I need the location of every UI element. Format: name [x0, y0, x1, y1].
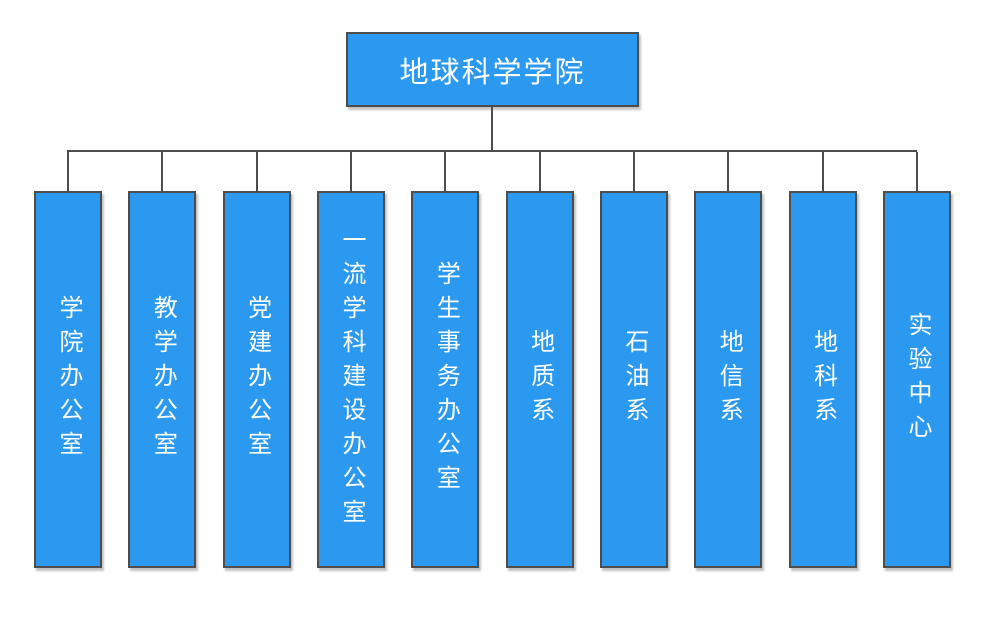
org-node-child: 地质系: [505, 152, 574, 568]
org-node-child: 地信系: [694, 152, 763, 568]
org-node-child: 石油系: [599, 152, 668, 568]
connector-root-vertical: [491, 107, 493, 151]
org-node-label: 地信系: [715, 328, 743, 431]
connector-horizontal-bus: [67, 150, 917, 152]
org-node-child: 学院办公室: [34, 152, 102, 568]
org-node-label: 地科系: [809, 328, 837, 431]
org-node-child: 学生事务办公室: [411, 152, 480, 568]
org-node-child: 教学办公室: [128, 152, 197, 568]
org-node-child: 一流学科建设办公室: [316, 152, 385, 568]
org-node-label: 党建办公室: [243, 294, 271, 465]
org-node-child: 实验中心: [882, 152, 951, 568]
org-node-label: 学生事务办公室: [432, 260, 460, 499]
org-node-child: 地科系: [788, 152, 857, 568]
org-node-label: 学院办公室: [55, 294, 82, 465]
org-node-label: 实验中心: [903, 311, 931, 448]
org-children-row: 学院办公室 教学办公室 党建办公室 一流学科建设办公室 学生事务办公室 地质系 …: [34, 152, 951, 568]
org-node-root: 地球科学学院: [346, 32, 639, 107]
org-node-label: 一流学科建设办公室: [337, 226, 365, 533]
org-node-root-label: 地球科学学院: [399, 56, 586, 89]
org-node-label: 教学办公室: [149, 294, 177, 465]
org-node-label: 石油系: [620, 328, 648, 431]
org-node-label: 地质系: [526, 328, 554, 431]
org-node-child: 党建办公室: [222, 152, 291, 568]
